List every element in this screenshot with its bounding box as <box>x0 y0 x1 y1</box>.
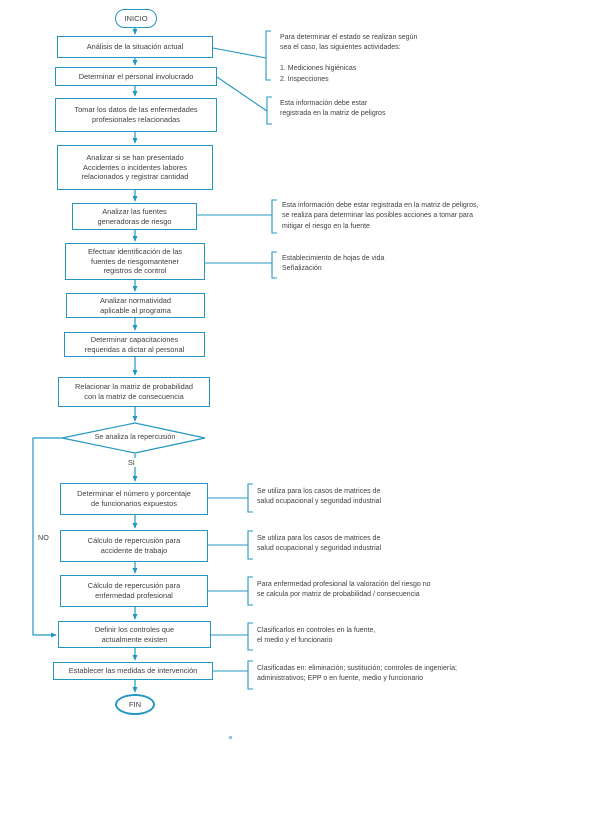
end-label: FIN <box>128 700 142 709</box>
step-repercusion-accidente: Cálculo de repercusión para accidente de… <box>60 530 208 562</box>
step-funcionarios-expuestos: Determinar el número y porcentaje de fun… <box>60 483 208 515</box>
step-fuentes-riesgo: Analizar las fuentes generadoras de ries… <box>72 203 197 230</box>
step-medidas-intervencion: Establecer las medidas de intervención <box>53 662 213 680</box>
stray-dot <box>229 736 232 739</box>
note-valoracion-riesgo: Para enfermedad profesional la valoració… <box>257 581 431 599</box>
end-terminal: FIN <box>115 694 155 715</box>
annotation-connectors <box>197 47 272 672</box>
decision-no-label: NO <box>37 533 50 542</box>
note-hojas-de-vida: Establecimiento de hojas de vida Señaliz… <box>282 255 385 273</box>
note-matriz-peligros: Esta información debe estar registrada e… <box>280 100 386 118</box>
note-actividades-determinar-estado: Para determinar el estado se realizan se… <box>280 34 418 83</box>
step-capacitaciones: Determinar capacitaciones requeridas a d… <box>64 332 205 357</box>
step-repercusion-enfermedad: Cálculo de repercusión para enfermedad p… <box>60 575 208 607</box>
decision-label: Se analiza la repercusión <box>94 432 176 441</box>
step-matriz-probabilidad: Relacionar la matriz de probabilidad con… <box>58 377 210 407</box>
step-controles-existentes: Definir los controles que actualmente ex… <box>58 621 211 648</box>
step-identificacion-fuentes: Efectuar identificación de las fuentes d… <box>65 243 205 280</box>
start-label: INICIO <box>124 14 148 23</box>
annotation-brackets <box>247 30 277 690</box>
note-clasificar-controles: Clasificarlos en controles en la fuente,… <box>257 627 376 645</box>
step-analisis-situacion: Análisis de la situación actual <box>57 36 213 58</box>
step-accidentes-incidentes: Analizar si se han presentado Accidentes… <box>57 145 213 190</box>
note-matrices-salud-1: Se utiliza para los casos de matrices de… <box>257 488 382 506</box>
step-datos-enfermedades: Tomar los datos de las enfermedades prof… <box>55 98 217 132</box>
start-terminal: INICIO <box>115 9 157 28</box>
decision-diamond <box>61 422 206 454</box>
decision-yes-label: SI <box>127 458 136 467</box>
note-matrices-salud-2: Se utiliza para los casos de matrices de… <box>257 535 382 553</box>
note-acciones-mitigar-riesgo: Esta información debe estar registrada e… <box>282 202 479 230</box>
no-branch-line <box>32 437 62 638</box>
step-personal-involucrado: Determinar el personal involucrado <box>55 67 217 86</box>
note-clasificacion-medidas: Clasificadas en: eliminación; sustitució… <box>257 665 457 683</box>
step-normatividad: Analizar normatividad aplicable al progr… <box>66 293 205 318</box>
